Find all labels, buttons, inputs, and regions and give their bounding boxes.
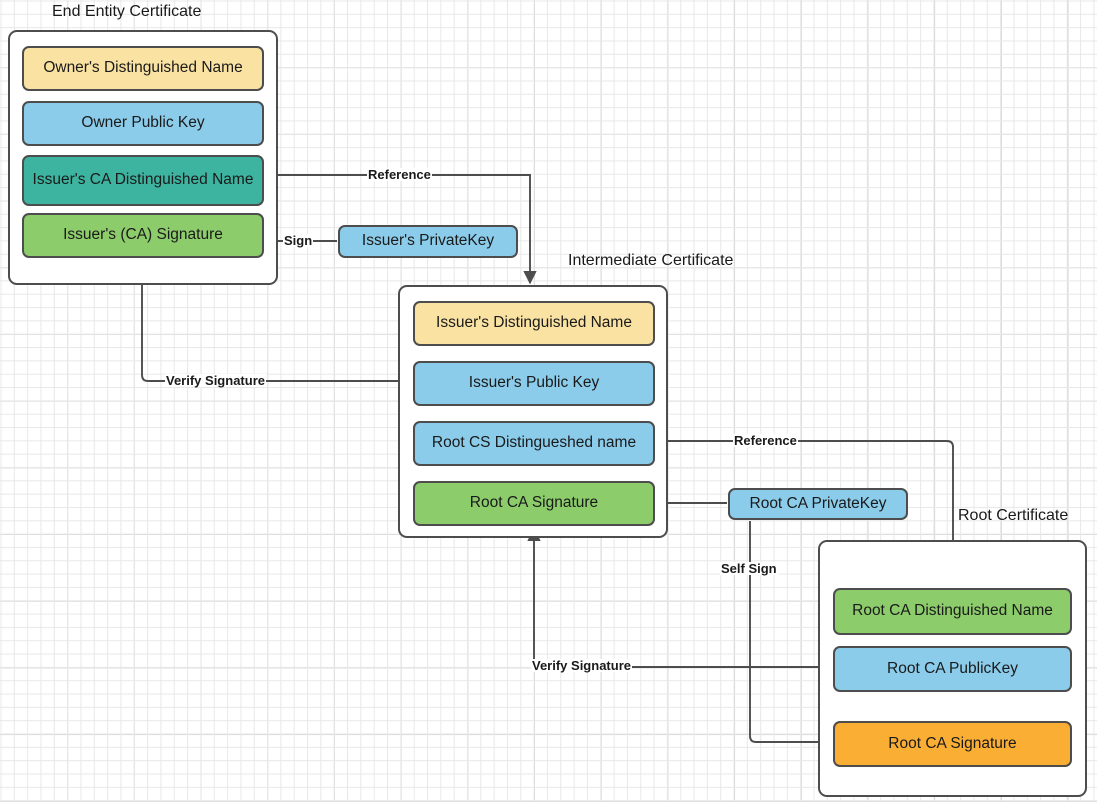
issuers-private-key-box[interactable]: Issuer's PrivateKey (338, 225, 518, 258)
field-root-ca-public-key[interactable]: Root CA PublicKey (833, 646, 1072, 692)
field-owner-public-key[interactable]: Owner Public Key (22, 101, 264, 146)
field-root-cs-distingueshed-name[interactable]: Root CS Distingueshed name (413, 421, 655, 466)
field-issuers-ca-distinguished-name[interactable]: Issuer's CA Distinguished Name (22, 155, 264, 206)
root-ca-private-key-box[interactable]: Root CA PrivateKey (728, 488, 908, 520)
end-entity-certificate-group: Owner's Distinguished Name Owner Public … (8, 30, 278, 285)
edge-label-reference-top: Reference (367, 167, 432, 182)
intermediate-certificate-group: Issuer's Distinguished Name Issuer's Pub… (398, 285, 668, 538)
field-issuers-distinguished-name[interactable]: Issuer's Distinguished Name (413, 301, 655, 346)
edge-label-self-sign: Self Sign (720, 561, 778, 576)
field-intermediate-root-ca-signature[interactable]: Root CA Signature (413, 481, 655, 526)
field-issuers-public-key[interactable]: Issuer's Public Key (413, 361, 655, 406)
field-root-ca-distinguished-name[interactable]: Root CA Distinguished Name (833, 588, 1072, 635)
field-owners-distinguished-name[interactable]: Owner's Distinguished Name (22, 46, 264, 91)
edge-label-sign: Sign (283, 233, 314, 248)
field-issuers-ca-signature[interactable]: Issuer's (CA) Signature (22, 213, 264, 258)
edge-label-verify-signature-bottom: Verify Signature (531, 658, 632, 673)
edge-label-reference-mid: Reference (733, 433, 798, 448)
root-certificate-group: Root CA Distinguished Name Root CA Publi… (818, 540, 1087, 797)
edge-verify-signature-bottom (527, 527, 832, 668)
field-root-ca-signature[interactable]: Root CA Signature (833, 721, 1072, 767)
end-entity-certificate-title: End Entity Certificate (52, 3, 202, 20)
root-certificate-title: Root Certificate (958, 507, 1069, 524)
intermediate-certificate-title: Intermediate Certificate (568, 252, 734, 269)
edge-label-verify-signature-top: Verify Signature (165, 373, 266, 388)
